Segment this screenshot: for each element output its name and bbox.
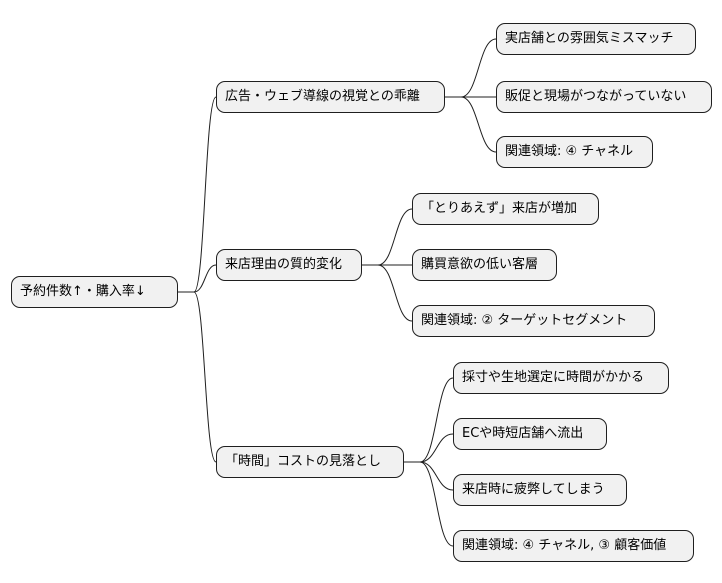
leaf-node-low-intent-customers: 購買意欲の低い客層 [412,249,557,281]
connector-branch-2-leaf-2 [404,461,454,491]
leaf-node-casual-visits: 「とりあえず」来店が増加 [412,193,599,225]
connector-branch-2-leaf-1 [404,433,454,463]
connector-branch-2-leaf-0 [404,377,454,463]
root-node: 予約件数↑・購入率↓ [11,276,178,308]
leaf-node-related-area-channel-value: 関連領域: ④ チャネル, ③ 顧客価値 [453,530,694,562]
leaf-node-related-area-channel: 関連領域: ④ チャネル [496,136,653,168]
leaf-node-promo-disconnect: 販促と現場がつながっていない [496,81,712,113]
connector-branch-1-leaf-0 [362,208,413,266]
leaf-node-atmosphere-mismatch: 実店舗との雰囲気ミスマッチ [496,23,696,55]
connector-root-branch-0 [178,96,217,293]
leaf-node-related-area-segment: 関連領域: ② ターゲットセグメント [412,305,655,337]
connector-branch-1-leaf-2 [362,264,413,322]
branch-node-visit-reason-change: 来店理由の質的変化 [216,249,362,281]
connector-branch-2-leaf-3 [404,461,454,547]
leaf-node-fitting-takes-time: 採寸や生地選定に時間がかかる [453,362,669,394]
connector-branch-0-leaf-2 [445,96,497,153]
connector-root-branch-2 [178,291,217,463]
connector-branch-0-leaf-0 [445,38,497,98]
branch-node-visual-gap: 広告・ウェブ導線の視覚との乖離 [216,81,445,113]
leaf-node-visit-fatigue: 来店時に疲弊してしまう [453,474,627,506]
leaf-node-outflow-to-ec: ECや時短店舗へ流出 [453,418,607,450]
branch-node-time-cost: 「時間」コストの見落とし [216,446,404,478]
connector-root-branch-1 [178,264,217,293]
